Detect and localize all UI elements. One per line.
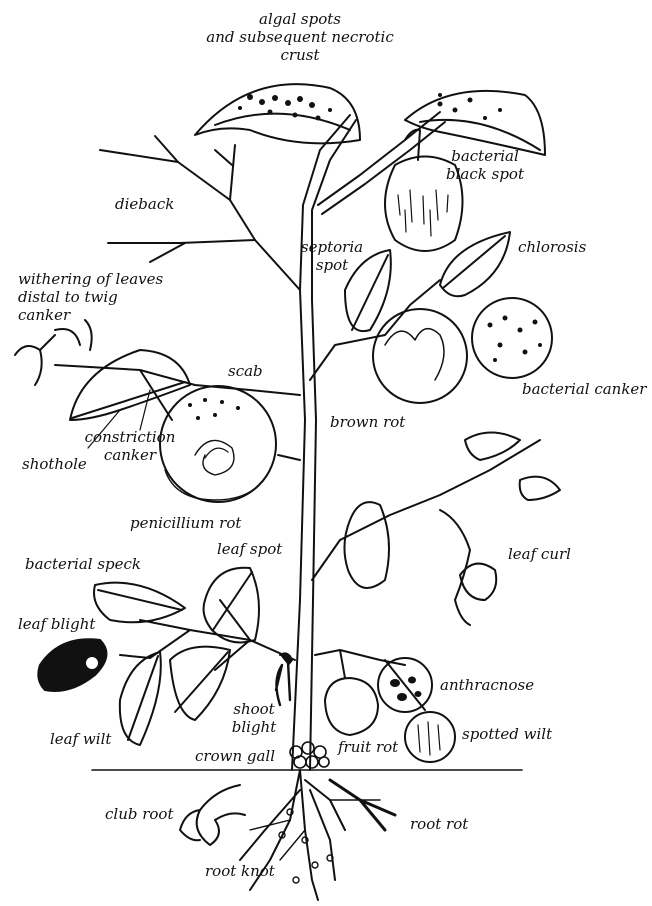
brown-rot-fruit bbox=[373, 309, 467, 403]
label-spotted-wilt: spotted wilt bbox=[462, 725, 552, 743]
label-constriction-canker: constriction canker bbox=[85, 428, 176, 464]
label-root-knot: root knot bbox=[205, 862, 275, 880]
fruit-rot-fruit bbox=[325, 678, 378, 735]
label-shothole: shothole bbox=[22, 455, 87, 473]
leaf-curl-fruit bbox=[460, 564, 496, 600]
leaf-spot-leaf bbox=[204, 568, 259, 643]
label-chlorosis: chlorosis bbox=[518, 238, 586, 256]
label-fruit-rot: fruit rot bbox=[338, 738, 398, 756]
label-algal-spots: algal spots and subsequent necrotic crus… bbox=[206, 10, 393, 64]
label-leaf-wilt: leaf wilt bbox=[50, 730, 111, 748]
club-root bbox=[180, 785, 245, 845]
label-brown-rot: brown rot bbox=[330, 413, 405, 431]
label-shoot-blight: shoot blight bbox=[232, 700, 277, 736]
label-septoria-spot: septoria spot bbox=[301, 238, 363, 274]
label-leaf-blight: leaf blight bbox=[18, 615, 95, 633]
shoot-blight bbox=[276, 662, 290, 705]
label-withering: withering of leaves distal to twig canke… bbox=[18, 270, 163, 324]
label-dieback: dieback bbox=[115, 195, 174, 213]
lower-left-branch bbox=[140, 620, 295, 660]
dieback-branch bbox=[100, 150, 300, 290]
root-rot bbox=[330, 780, 395, 830]
upper-branch bbox=[318, 112, 440, 205]
label-bacterial-canker: bacterial canker bbox=[522, 380, 646, 398]
label-scab: scab bbox=[228, 362, 263, 380]
mid-right-branch bbox=[310, 280, 440, 380]
bacterial-canker-fruit bbox=[472, 298, 552, 378]
label-penicillium-rot: penicillium rot bbox=[130, 514, 241, 532]
label-crown-gall: crown gall bbox=[195, 747, 275, 765]
label-club-root: club root bbox=[105, 805, 174, 823]
label-bacterial-black-spot: bacterial black spot bbox=[446, 147, 524, 183]
label-root-rot: root rot bbox=[410, 815, 468, 833]
withered-leaves bbox=[15, 320, 92, 385]
curled-leaf bbox=[344, 502, 389, 588]
label-leaf-spot: leaf spot bbox=[217, 540, 282, 558]
main-stem bbox=[292, 115, 350, 770]
speck-leaf bbox=[94, 583, 185, 623]
label-bacterial-speck: bacterial speck bbox=[25, 555, 141, 573]
label-leaf-curl: leaf curl bbox=[508, 545, 571, 563]
label-anthracnose: anthracnose bbox=[440, 676, 534, 694]
